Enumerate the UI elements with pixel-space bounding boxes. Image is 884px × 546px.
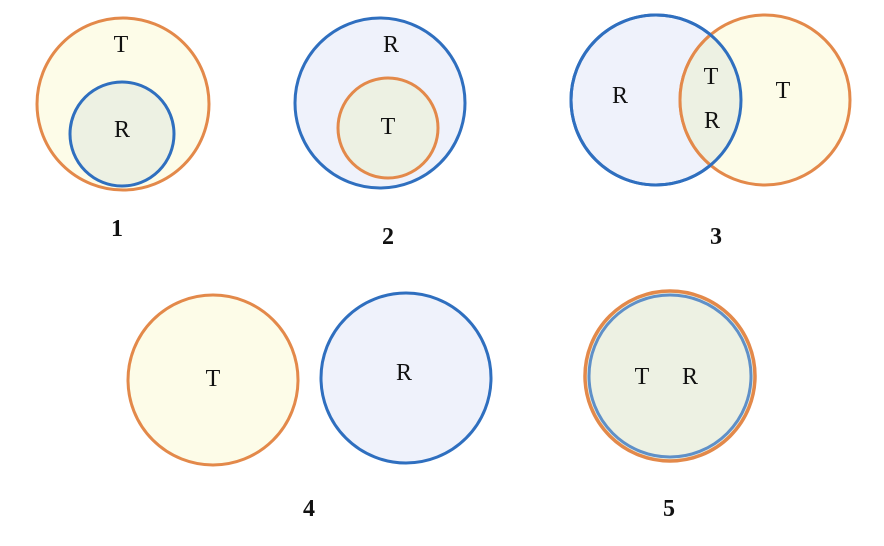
- set-r-circle: [68, 80, 176, 188]
- overlap-region: [678, 15, 741, 185]
- set-r-label: R: [114, 117, 130, 143]
- diagram-3-caption: 3: [710, 224, 722, 250]
- set-t-label: T: [114, 32, 129, 58]
- set-t-label: T: [206, 366, 221, 392]
- set-t-circle: [336, 76, 440, 180]
- set-r-label: R: [612, 83, 628, 109]
- set-r-label: R: [682, 364, 698, 390]
- set-t-label: T: [776, 78, 791, 104]
- diagram-4: T R 4: [126, 291, 493, 522]
- diagram-1-caption: 1: [111, 216, 123, 242]
- set-t-label: T: [635, 364, 650, 390]
- set-r-circle: [319, 291, 493, 465]
- set-t-circle: [583, 289, 757, 463]
- diagram-5: T R 5: [583, 289, 757, 522]
- diagram-2: R T 2: [293, 16, 467, 250]
- set-t-circle: [126, 293, 300, 467]
- set-r-label: R: [383, 32, 399, 58]
- diagram-2-caption: 2: [382, 224, 394, 250]
- set-r-label: R: [396, 360, 412, 386]
- set-t-label: T: [381, 114, 396, 140]
- diagram-3: R T T R 3: [569, 13, 852, 250]
- set-r-circle: [587, 293, 753, 459]
- overlap-r-label: R: [704, 108, 720, 134]
- overlap-t-label: T: [704, 64, 719, 90]
- diagram-5-caption: 5: [663, 496, 675, 522]
- set-r-outline: [569, 13, 743, 187]
- diagram-1: T R 1: [35, 16, 211, 242]
- diagram-4-caption: 4: [303, 496, 315, 522]
